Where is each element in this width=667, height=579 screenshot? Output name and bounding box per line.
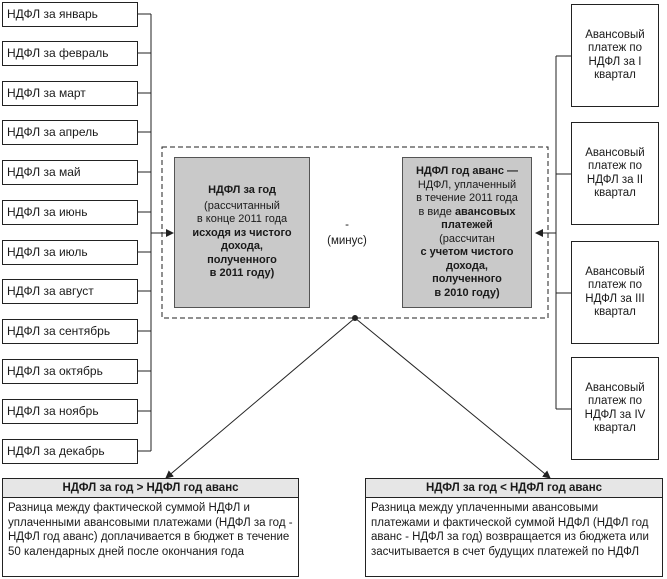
year-tax-line-3: исходя из чистого [192, 226, 292, 239]
result-box-underpaid: НДФЛ за год > НДФЛ год аванс Разница меж… [2, 478, 299, 577]
advance-tax-line-5: (рассчитан [439, 232, 495, 245]
year-tax-title: НДФЛ за год [208, 184, 276, 197]
month-box-june: НДФЛ за июнь [2, 200, 138, 225]
year-tax-line-5: полученного [207, 253, 277, 266]
year-tax-line-6: в 2011 году) [210, 267, 275, 281]
minus-sign: - [345, 219, 349, 231]
month-box-july: НДФЛ за июль [2, 240, 138, 265]
year-tax-line-4: дохода, [220, 240, 263, 253]
advance-tax-line-3b: авансовых [454, 205, 516, 218]
month-box-september: НДФЛ за сентябрь [2, 319, 138, 344]
month-box-march: НДФЛ за март [2, 81, 138, 106]
advance-tax-line-8: полученного [432, 273, 502, 285]
advance-box-q1: Авансовый платеж по НДФЛ за I квартал [571, 4, 659, 107]
advance-tax-line-9: в 2010 году) [434, 286, 500, 299]
year-tax-line-6-text: в 2011 году) [209, 267, 275, 280]
month-box-january: НДФЛ за январь [2, 2, 138, 27]
advance-tax-line-2: в течение 2011 года [416, 192, 518, 204]
year-tax-line-1: (рассчитанный [204, 199, 280, 212]
month-box-august: НДФЛ за август [2, 279, 138, 304]
advance-box-q3: Авансовый платеж по НДФЛ за III квартал [571, 241, 659, 344]
advance-box-q4: Авансовый платеж по НДФЛ за IV квартал [571, 357, 659, 460]
advance-box-q2-text: Авансовый платеж по НДФЛ за II квартал [585, 146, 645, 200]
year-tax-line-2: в конце 2011 года [196, 213, 288, 226]
advance-box-q4-text: Авансовый платеж по НДФЛ за IV квартал [584, 381, 646, 435]
month-box-december: НДФЛ за декабрь [2, 439, 138, 464]
minus-label: (минус) [327, 235, 367, 247]
advance-tax-title: НДФЛ год аванс — [415, 165, 519, 177]
advance-box-q1-text: Авансовый платеж по НДФЛ за I квартал [585, 28, 645, 82]
advance-tax-line-6: с учетом чистого [420, 246, 514, 258]
advance-tax-line-1: НДФЛ, уплаченный [417, 178, 517, 191]
result-box-overpaid: НДФЛ за год < НДФЛ год аванс Разница меж… [365, 478, 663, 577]
result-box-underpaid-header: НДФЛ за год > НДФЛ год аванс [3, 479, 298, 498]
month-box-april: НДФЛ за апрель [2, 120, 138, 145]
result-box-overpaid-header: НДФЛ за год < НДФЛ год аванс [366, 479, 662, 498]
month-box-november: НДФЛ за ноябрь [2, 399, 138, 424]
result-box-overpaid-text: Разница между уплаченными авансовыми пла… [371, 502, 649, 558]
month-box-october: НДФЛ за октябрь [2, 359, 138, 384]
advance-tax-line-4: платежей [441, 219, 493, 231]
advance-box-q2: Авансовый платеж по НДФЛ за II квартал [571, 122, 659, 225]
advance-tax-line-3: в виде авансовых [418, 206, 515, 220]
month-box-may: НДФЛ за май [2, 160, 138, 185]
advance-tax-line-3a: в виде [418, 205, 452, 218]
result-box-underpaid-text: Разница между фактической суммой НДФЛ и … [8, 502, 293, 558]
advance-tax-box: НДФЛ год аванс — НДФЛ, уплаченный в тече… [402, 157, 532, 308]
advance-box-q3-text: Авансовый платеж по НДФЛ за III квартал [585, 265, 645, 319]
year-tax-box: НДФЛ за год (рассчитанный в конце 2011 г… [174, 157, 310, 308]
month-box-february: НДФЛ за февраль [2, 41, 138, 66]
advance-tax-line-7: дохода, [445, 259, 488, 272]
